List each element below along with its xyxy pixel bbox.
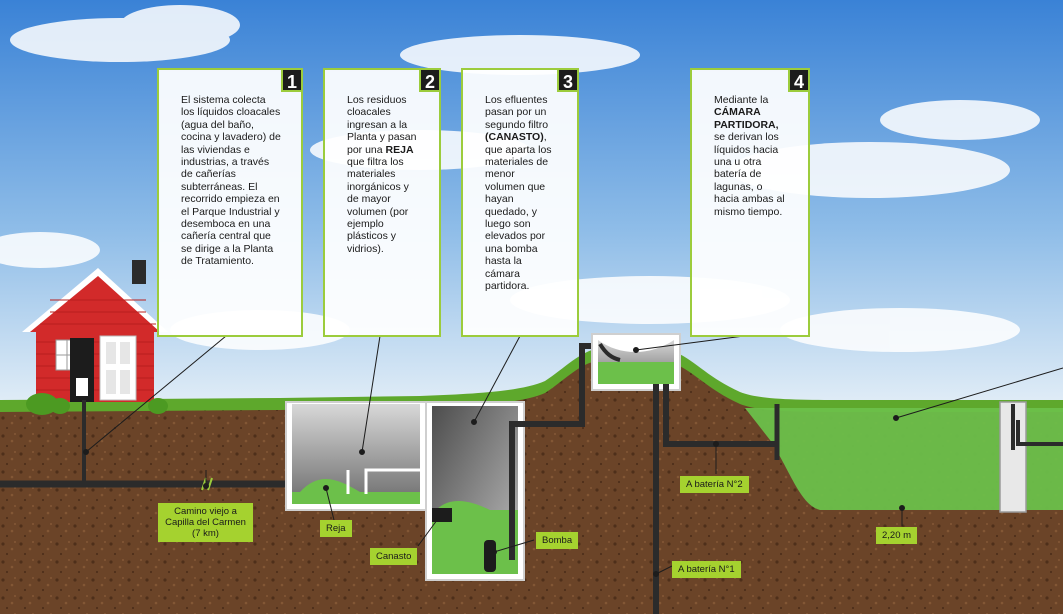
step-text-segment: (CANASTO) <box>485 131 544 144</box>
label-reja: Reja <box>320 520 352 537</box>
step-text-segment: REJA <box>385 143 414 156</box>
step-number-2: 2 <box>419 68 441 92</box>
lagoon <box>745 408 1063 510</box>
pump-riser-pipe <box>509 343 592 560</box>
label-camino: Camino viejo a Capilla del Carmen (7 km) <box>158 503 253 542</box>
outlet-pipe-2 <box>1016 420 1063 446</box>
step-text-segment: Mediante la <box>714 94 769 106</box>
step-box-1: 1 El sistema colecta los líquidos cloaca… <box>157 68 303 337</box>
label-bateria-1: A batería N°1 <box>672 561 741 578</box>
step-text-segment: Los residuos cloacales ingresan a la Pla… <box>347 94 417 156</box>
label-bomba: Bomba <box>536 532 579 549</box>
step-box-3: 3 Los efluentes pasan por un segundo fil… <box>461 68 579 337</box>
grass <box>0 348 1063 412</box>
step-text-segment: CÁMARA PARTIDORA, <box>714 106 779 131</box>
label-canasto: Canasto <box>370 548 418 565</box>
step-text-1: El sistema colecta los líquidos cloacale… <box>159 94 301 268</box>
label-depth: 2,20 m <box>876 527 918 544</box>
step-box-2: 2 Los residuos cloacales ingresan a la P… <box>323 68 441 337</box>
pipe-bateria-2 <box>663 384 777 447</box>
step-text-4: Mediante la CÁMARA PARTIDORA, se derivan… <box>692 94 808 218</box>
step-number-4: 4 <box>788 68 810 92</box>
step-number-3: 3 <box>557 68 579 92</box>
house <box>22 260 168 402</box>
label-bateria-2: A batería N°2 <box>680 476 749 493</box>
step-text-3: Los efluentes pasan por un segundo filtr… <box>463 94 577 293</box>
bushes <box>26 393 168 415</box>
leader-lines <box>83 335 1063 577</box>
step-text-segment: se derivan los líquidos hacia una u otra… <box>714 131 785 218</box>
step-number-1: 1 <box>281 68 303 92</box>
step-text-segment: El sistema colecta los líquidos cloacale… <box>181 94 281 268</box>
step-text-segment: , que aparta los materiales de menor vol… <box>485 131 552 293</box>
outlet-structure <box>999 401 1027 513</box>
step-box-4: 4 Mediante la CÁMARA PARTIDORA, se deriv… <box>690 68 810 337</box>
reja-tank <box>285 401 427 511</box>
step-text-segment: que filtra los materiales inorgánicos y … <box>347 156 409 255</box>
step-text-segment: Los efluentes pasan por un segundo filtr… <box>485 94 549 131</box>
canasto-tank <box>425 401 525 581</box>
step-text-2: Los residuos cloacales ingresan a la Pla… <box>325 94 439 255</box>
camara-partidora <box>591 333 681 391</box>
